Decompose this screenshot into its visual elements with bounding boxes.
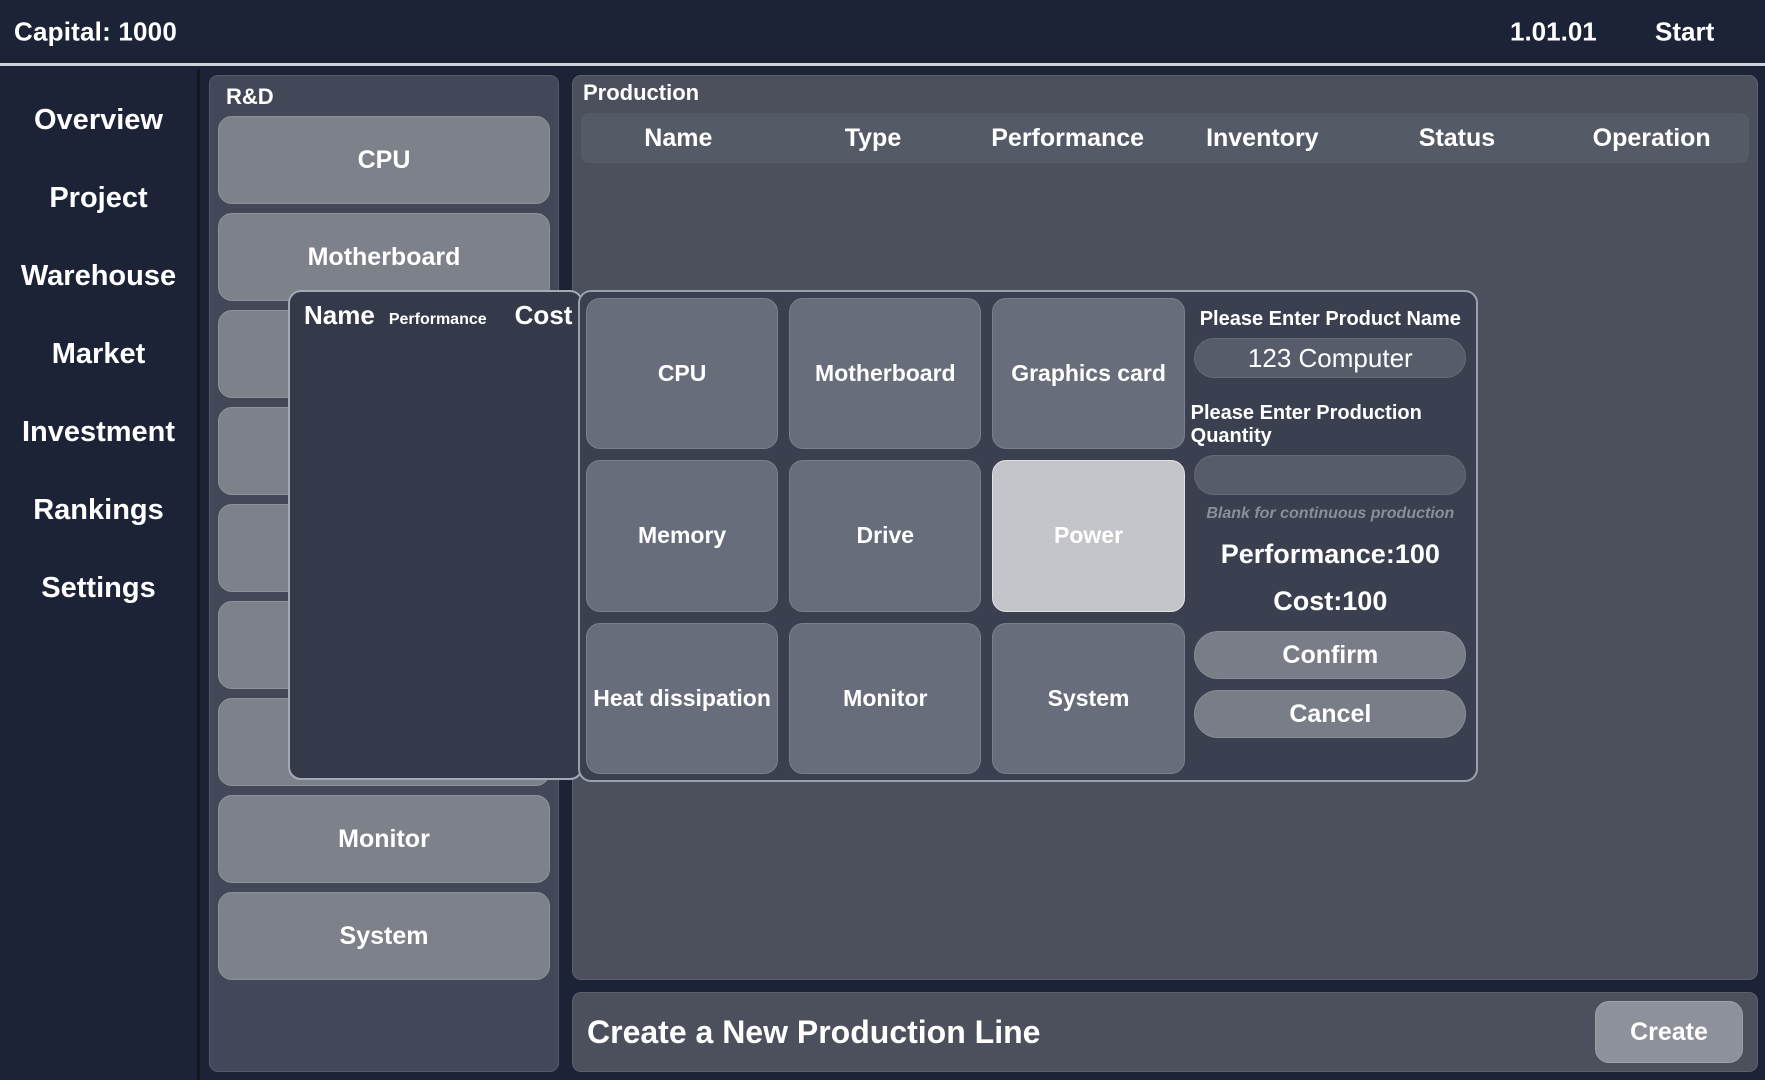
component-button-memory[interactable]: Memory xyxy=(586,460,779,612)
component-button-motherboard[interactable]: Motherboard xyxy=(789,298,982,450)
performance-value: Performance:100 xyxy=(1220,539,1440,569)
create-production-line-bar: Create a New Production Line Create xyxy=(572,992,1758,1072)
rnd-button-cpu[interactable]: CPU xyxy=(218,116,550,204)
sidebar-item-investment[interactable]: Investment xyxy=(21,415,176,448)
sidebar-item-project[interactable]: Project xyxy=(49,181,148,214)
quantity-hint: Blank for continuous production xyxy=(1206,505,1455,522)
component-type-grid: CPU Motherboard Graphics card Memory Dri… xyxy=(586,298,1185,774)
parts-list-column-name: Name xyxy=(304,300,375,330)
production-table-header: Name Type Performance Inventory Status O… xyxy=(581,113,1749,163)
production-quantity-label: Please Enter Production Quantity xyxy=(1190,402,1422,447)
capital-display: Capital: 1000 xyxy=(14,16,178,46)
component-button-monitor[interactable]: Monitor xyxy=(789,622,982,774)
sidebar-item-rankings[interactable]: Rankings xyxy=(33,493,164,526)
component-button-heat-dissipation[interactable]: Heat dissipation xyxy=(586,622,779,774)
component-button-graphics-card[interactable]: Graphics card xyxy=(992,298,1185,450)
parts-list-header: Name Performance Cost xyxy=(300,300,573,331)
column-header-name: Name xyxy=(644,123,713,152)
game-date: 1.01.01 xyxy=(1510,16,1597,46)
cost-value: Cost:100 xyxy=(1273,586,1388,616)
rnd-panel-title: R&D xyxy=(226,84,274,109)
product-name-input[interactable]: 123 Computer xyxy=(1194,338,1467,378)
create-button[interactable]: Create xyxy=(1595,1001,1743,1063)
sidebar-item-market[interactable]: Market xyxy=(51,337,146,370)
parts-list-column-performance: Performance xyxy=(388,311,487,328)
rnd-button-monitor[interactable]: Monitor xyxy=(218,795,550,883)
production-quantity-input[interactable] xyxy=(1194,455,1467,495)
component-button-power[interactable]: Power xyxy=(992,460,1185,612)
parts-list-panel: Name Performance Cost xyxy=(288,290,583,780)
rnd-button-system[interactable]: System xyxy=(218,892,550,980)
column-header-operation: Operation xyxy=(1592,123,1711,152)
product-form: Please Enter Product Name 123 Computer P… xyxy=(1190,298,1470,774)
product-name-label: Please Enter Product Name xyxy=(1199,308,1461,330)
production-config-modal: CPU Motherboard Graphics card Memory Dri… xyxy=(578,290,1478,782)
component-button-system[interactable]: System xyxy=(992,622,1185,774)
parts-list-body xyxy=(300,339,571,759)
create-production-line-label: Create a New Production Line xyxy=(587,1013,1041,1050)
production-panel-title: Production xyxy=(583,80,700,105)
start-button[interactable]: Start xyxy=(1655,16,1715,46)
column-header-status: Status xyxy=(1418,123,1496,152)
column-header-type: Type xyxy=(844,123,902,152)
sidebar-item-overview[interactable]: Overview xyxy=(34,103,163,136)
component-button-drive[interactable]: Drive xyxy=(789,460,982,612)
confirm-button[interactable]: Confirm xyxy=(1194,631,1467,679)
cancel-button[interactable]: Cancel xyxy=(1194,690,1467,738)
sidebar-item-settings[interactable]: Settings xyxy=(41,571,156,604)
component-button-cpu[interactable]: CPU xyxy=(586,298,779,450)
rnd-button-motherboard[interactable]: Motherboard xyxy=(218,213,550,301)
column-header-performance: Performance xyxy=(991,123,1145,152)
parts-list-column-cost: Cost xyxy=(514,300,573,330)
sidebar-item-warehouse[interactable]: Warehouse xyxy=(20,259,177,292)
sidebar: Overview Project Warehouse Market Invest… xyxy=(0,69,200,1080)
column-header-inventory: Inventory xyxy=(1206,123,1319,152)
top-bar: Capital: 1000 1.01.01 Start xyxy=(0,0,1765,66)
